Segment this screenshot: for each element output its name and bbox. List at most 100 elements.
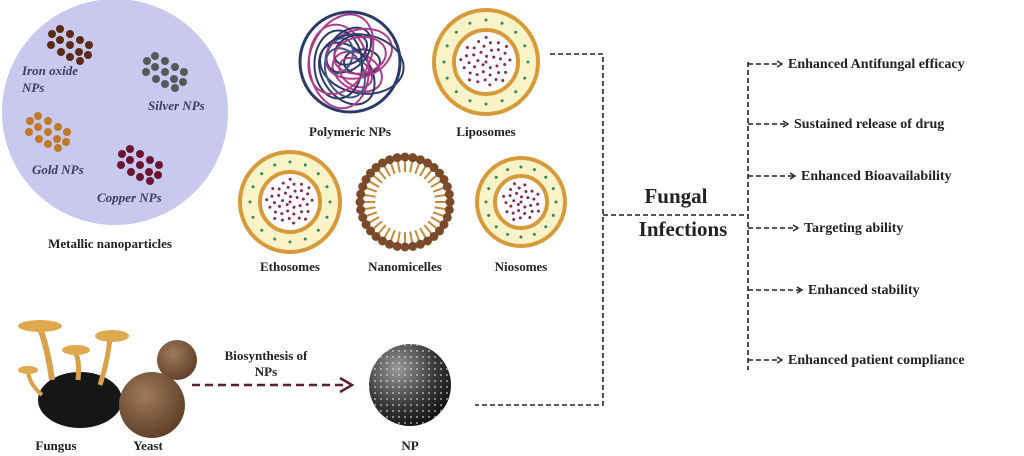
particle-dot	[136, 150, 144, 158]
particle-dot	[155, 161, 163, 169]
particle-dot	[152, 75, 160, 83]
particle-dot	[126, 156, 134, 164]
particle-dot	[142, 68, 150, 76]
polymeric-label: Polymeric NPs	[309, 124, 391, 139]
particle-dot	[25, 128, 33, 136]
particle-dot	[179, 78, 187, 86]
particle-dot	[76, 57, 84, 65]
biosynthesis-label-2: NPs	[255, 364, 277, 379]
iron-oxide-label-2: NPs	[21, 80, 44, 95]
particle-dot	[57, 48, 65, 56]
particle-dot	[26, 117, 34, 125]
fungal-title: Fungal	[644, 184, 707, 208]
arrow-head-icon	[789, 172, 797, 180]
arrow-head-icon	[776, 356, 784, 364]
arrow-head-icon	[792, 224, 800, 232]
particle-dot	[136, 161, 144, 169]
nanomicelles-label: Nanomicelles	[368, 259, 442, 274]
particle-dot	[34, 123, 42, 131]
particle-dot	[118, 150, 126, 158]
particle-dot	[66, 30, 74, 38]
polymer-chain	[319, 33, 405, 95]
copper-label: Copper NPs	[97, 190, 162, 205]
particle-dot	[63, 128, 71, 136]
polymer-chain	[333, 34, 369, 66]
particle-dot	[56, 36, 64, 44]
particle-dot	[53, 135, 61, 143]
particle-dot	[161, 57, 169, 65]
particle-dot	[84, 51, 92, 59]
liposome: Liposomes	[432, 8, 540, 139]
particle-dot	[35, 135, 43, 143]
particle-dot	[171, 84, 179, 92]
arrow-head-icon	[339, 376, 355, 394]
particle-dot	[75, 48, 83, 56]
metallic-title: Metallic nanoparticles	[48, 236, 172, 251]
particle-dot	[146, 156, 154, 164]
polymer-chain	[324, 27, 393, 80]
benefit-item: Enhanced stability	[808, 283, 920, 298]
benefit-item: Enhanced Bioavailability	[801, 169, 952, 184]
particle-dot	[146, 177, 154, 185]
polymeric-np-illustration	[298, 10, 405, 114]
particle-dot	[66, 41, 74, 49]
particle-dot	[143, 57, 151, 65]
particle-dot	[161, 68, 169, 76]
metallic-circle	[2, 0, 228, 225]
np-label: NP	[401, 438, 418, 453]
particle-dot	[126, 145, 134, 153]
particle-dot	[85, 41, 93, 49]
arrow-head-icon	[782, 120, 790, 128]
ethosome: Ethosomes	[238, 150, 342, 274]
niosome-illustration	[475, 156, 567, 248]
particle-dot	[56, 25, 64, 33]
particle-dot	[44, 140, 52, 148]
polymeric-np: Polymeric NPs	[298, 10, 405, 139]
arrow-head-icon	[776, 60, 784, 68]
nanomicelle-illustration	[355, 152, 455, 252]
copper-cluster	[117, 145, 163, 185]
liposomes-label: Liposomes	[456, 124, 515, 139]
niosome: Niosomes	[475, 156, 567, 274]
benefit-item: Enhanced patient compliance	[788, 353, 965, 368]
particle-dot	[127, 168, 135, 176]
particle-dot	[171, 63, 179, 71]
iron-oxide-label: Iron oxide	[21, 63, 78, 78]
polymer-chain	[307, 13, 375, 95]
particle-dot	[44, 128, 52, 136]
yeast-illustration	[119, 340, 197, 438]
arrow-head-icon	[796, 286, 804, 294]
particle-dot	[66, 53, 74, 61]
ethosomes-label: Ethosomes	[260, 259, 320, 274]
connectors	[475, 53, 749, 406]
biosynthesis-label: Biosynthesis of	[225, 348, 308, 363]
particle-dot	[44, 117, 52, 125]
particle-dot	[48, 30, 56, 38]
metallic-nanoparticles-group: Iron oxide NPs Silver NPs Gold NPs Coppe…	[2, 0, 228, 251]
infections-title: Infections	[639, 217, 728, 241]
particle-dot	[180, 68, 188, 76]
iron-oxide-cluster	[47, 25, 93, 65]
yeast-label: Yeast	[133, 438, 163, 453]
particle-dot	[54, 144, 62, 152]
silver-cluster	[142, 52, 188, 92]
particle-dot	[47, 41, 55, 49]
benefit-item: Enhanced Antifungal efficacy	[788, 57, 965, 72]
particle-dot	[117, 161, 125, 169]
niosomes-label: Niosomes	[495, 259, 548, 274]
benefit-item: Targeting ability	[804, 221, 903, 236]
fungus-illustration	[18, 320, 129, 428]
ethosome-illustration	[238, 150, 342, 254]
particle-dot	[76, 36, 84, 44]
polymer-chain	[313, 29, 364, 100]
particle-dot	[151, 52, 159, 60]
particle-dot	[136, 173, 144, 181]
silver-label: Silver NPs	[148, 98, 205, 113]
particle-dot	[54, 123, 62, 131]
particle-dot	[145, 168, 153, 176]
particle-dot	[170, 75, 178, 83]
fungus-label: Fungus	[35, 438, 76, 453]
